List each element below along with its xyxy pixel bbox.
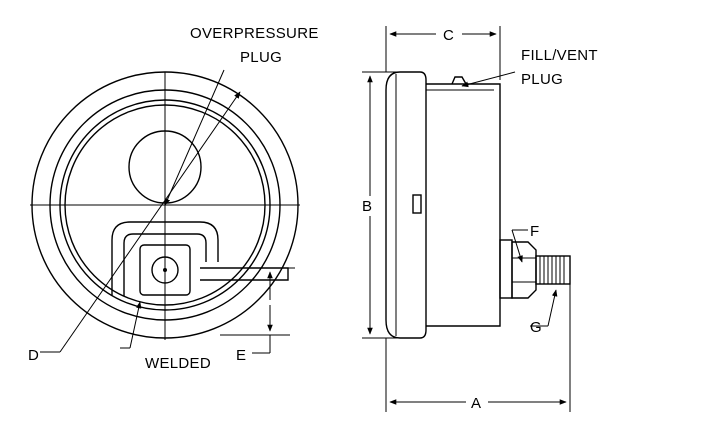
dim-g: G [530, 289, 558, 336]
case-tab [412, 194, 422, 214]
socket-center [163, 268, 167, 272]
dim-e: E [220, 267, 295, 364]
dim-f-label: F [530, 223, 539, 240]
front-view [30, 71, 300, 340]
threaded-stem [535, 255, 571, 285]
fill-vent-plug [451, 76, 467, 85]
socket-collar [499, 239, 513, 299]
side-view [385, 71, 571, 339]
dim-b: B [362, 71, 398, 339]
bezel-profile [385, 71, 427, 339]
dim-c-label: C [443, 27, 454, 44]
overpressure-label-line2: PLUG [240, 49, 282, 66]
dim-a-label: A [471, 395, 481, 412]
dim-b-label: B [362, 198, 372, 215]
dim-g-label: G [530, 319, 542, 336]
case-body [426, 83, 501, 327]
dim-a: A [385, 284, 571, 412]
thread-lines [539, 256, 565, 284]
socket-bracket-arm [200, 267, 289, 281]
fillvent-label-line1: FILL/VENT [521, 47, 598, 64]
dim-d-leader: D [28, 91, 241, 364]
hex-nut [511, 241, 537, 299]
socket-bore [151, 256, 179, 284]
overpressure-leader: OVERPRESSURE PLUG [164, 25, 319, 206]
dim-d-label: D [28, 347, 39, 364]
welded-leader: WELDED [120, 301, 211, 372]
overpressure-label-line1: OVERPRESSURE [190, 25, 319, 42]
dim-c: C [385, 26, 501, 80]
socket-bracket-outer [111, 221, 219, 296]
welded-label: WELDED [145, 355, 211, 372]
fillvent-label-line2: PLUG [521, 71, 563, 88]
dim-f: F [511, 223, 539, 263]
hex-socket [139, 244, 191, 296]
fillvent-leader: FILL/VENT PLUG [461, 47, 598, 88]
socket-bracket-inner [123, 233, 207, 296]
dim-e-label: E [236, 347, 246, 364]
